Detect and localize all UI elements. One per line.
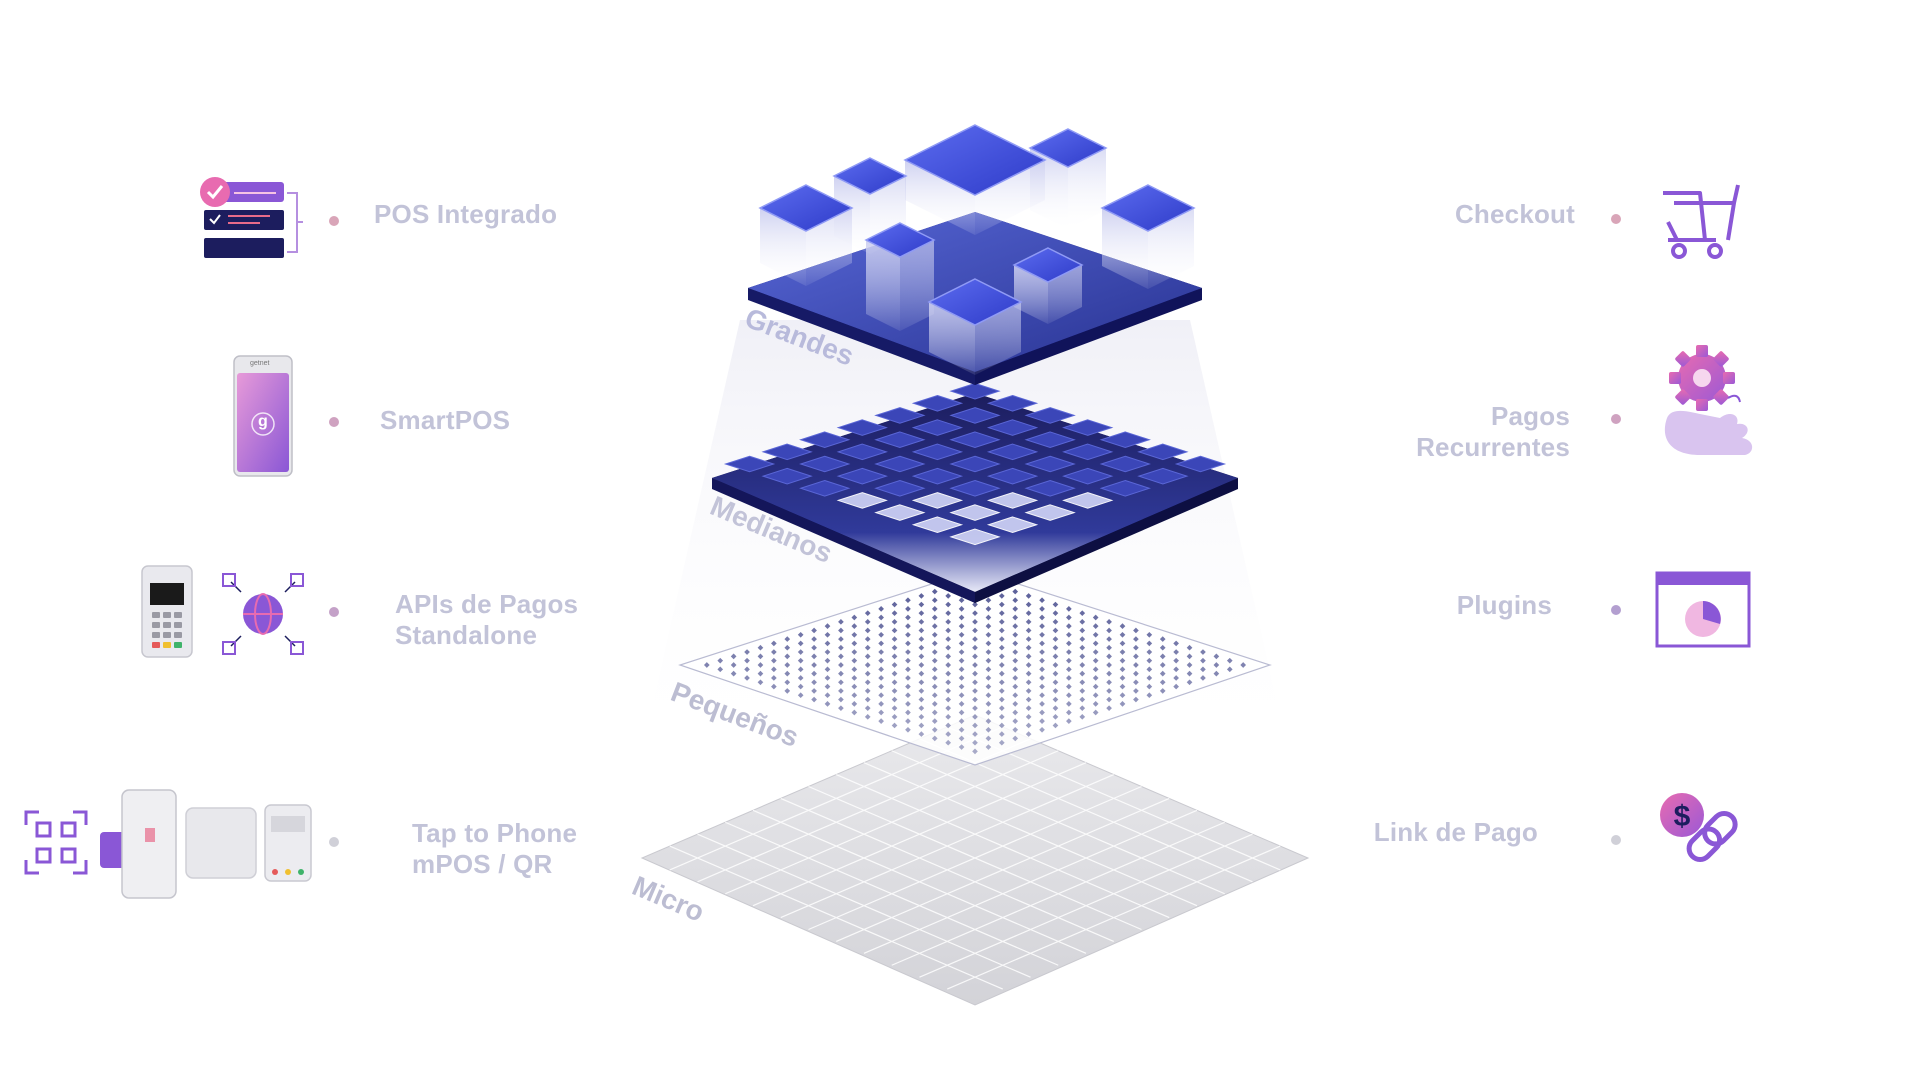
smartpos-label: SmartPOS [380, 405, 510, 436]
pos-integrado-label: POS Integrado [374, 199, 557, 230]
checklist-icon [200, 177, 303, 258]
gear-hand-icon [1665, 345, 1752, 455]
plugins-label: Plugins [1457, 590, 1552, 621]
tap-to-phone-line2: mPOS / QR [412, 849, 577, 880]
tap-to-phone-line1: Tap to Phone [412, 818, 577, 849]
left-bracket-lines [352, 190, 620, 915]
apis-de-pagos-line2: Standalone [395, 620, 578, 651]
apis-de-pagos-line1: APIs de Pagos [395, 589, 578, 620]
left-timeline [329, 216, 339, 847]
dollar-link-icon: $ [1660, 793, 1740, 864]
link-de-pago-label: Link de Pago [1374, 817, 1538, 848]
right-bracket-lines [1355, 190, 1597, 860]
pagos-recurrentes-line2: Recurrentes [1416, 432, 1570, 463]
tap-to-phone-label: Tap to Phone mPOS / QR [412, 818, 577, 880]
smartpos-logo-text: g [258, 413, 268, 431]
payment-terminal-and-api-icon [142, 566, 303, 657]
svg-text:$: $ [1674, 800, 1691, 833]
qr-mpos-devices-icon [26, 790, 311, 898]
pagos-recurrentes-line1: Pagos [1416, 401, 1570, 432]
apis-de-pagos-label: APIs de Pagos Standalone [395, 589, 578, 651]
pagos-recurrentes-label: Pagos Recurrentes [1416, 401, 1570, 463]
right-timeline [1611, 214, 1621, 845]
shopping-cart-icon [1663, 185, 1738, 257]
browser-window-icon [1657, 573, 1749, 646]
smartpos-brand-text: getnet [250, 360, 269, 367]
checkout-label: Checkout [1455, 199, 1575, 230]
